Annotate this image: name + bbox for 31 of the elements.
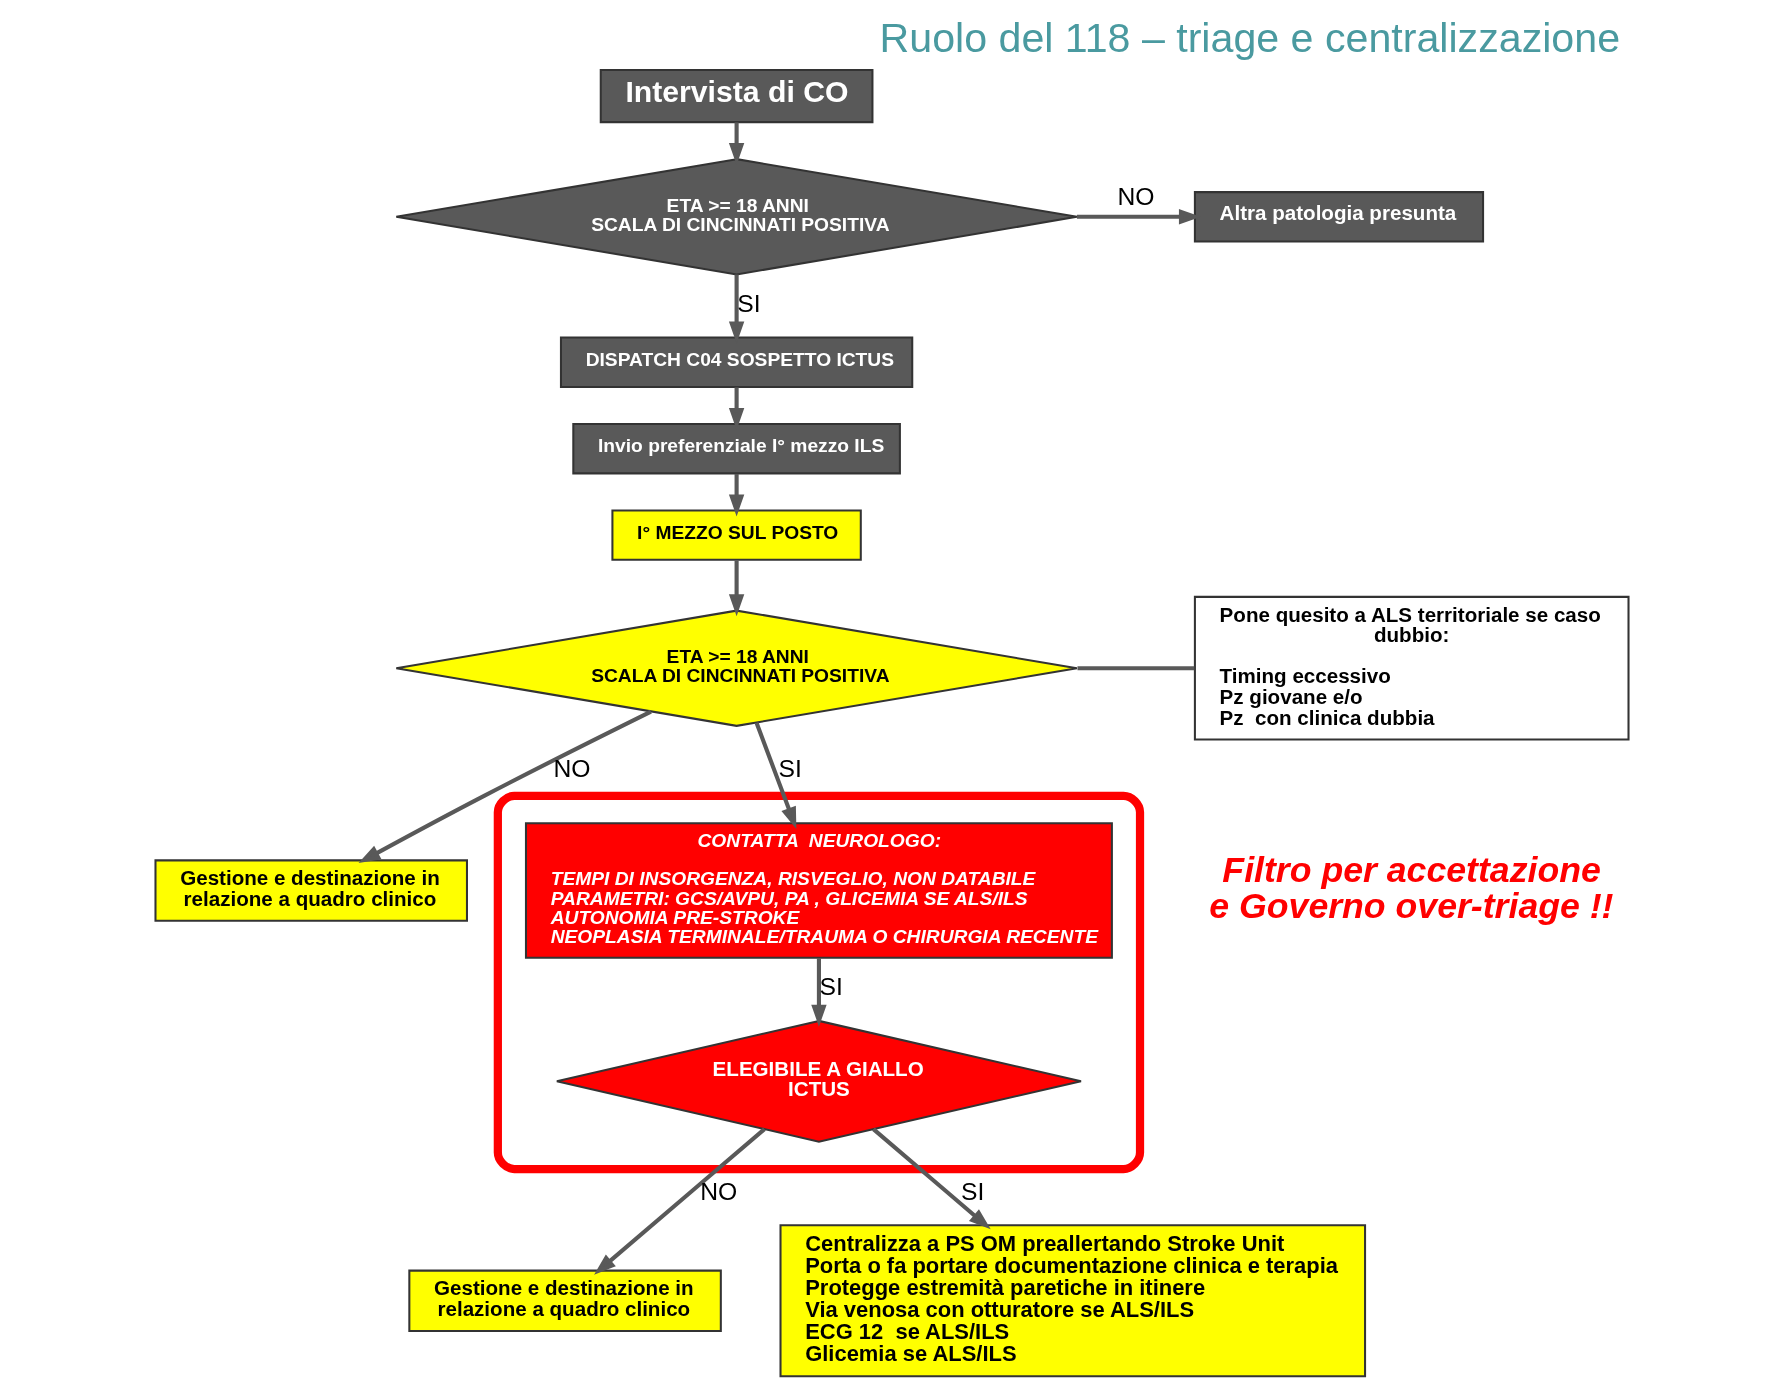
edge-label: NO	[1116, 183, 1154, 210]
arrow	[358, 709, 652, 864]
node-box: Pone quesito a ALS territoriale se caso dubbio: Timing eccessivo Pz giovane e/o Pz con clinica dubbia	[1193, 595, 1630, 741]
arrow	[593, 1127, 766, 1275]
edge-label: SI	[819, 973, 843, 1001]
arrow	[728, 560, 744, 617]
node-box: I° MEZZO SUL POSTO	[610, 509, 862, 561]
node-box: Invio preferenziale I° mezzo ILS	[571, 422, 901, 475]
edge-label: NO	[552, 755, 590, 783]
edge-label: SI	[736, 290, 761, 318]
node-box: DISPATCH C04 SOSPETTO ICTUS	[559, 336, 913, 388]
node-box: Intervista di CO	[599, 68, 873, 124]
edge-label: NO	[699, 1177, 737, 1205]
node-box: Gestione e destinazione in relazione a quadro clinico	[407, 1269, 722, 1333]
arrow	[728, 473, 744, 517]
diagram-title: Ruolo del 118 – triage e centralizzazione	[879, 15, 1620, 62]
node-box: Centralizza a PS OM preallertando Stroke Unit Porta o fa portare documentazione clinica e terapia Protegge estremità paretiche in itinere Via venosa con otturatore se ALS/ILS ECG 12 se ALS/ILS Glicemia se ALS/ILS	[779, 1224, 1366, 1378]
arrow	[810, 958, 827, 1027]
node-diamond: ETA >= 18 ANNI SCALA DI CINCINNATI POSITIVA	[394, 609, 1078, 727]
node-box: Gestione e destinazione in relazione a quadro clinico	[153, 859, 468, 922]
node-diamond: ELEGIBILE A GIALLO ICTUS	[555, 1019, 1082, 1143]
cluster	[493, 791, 1144, 1174]
node-box: CONTATTA NEUROLOGO: TEMPI DI INSORGENZA, RISVEGLIO, NON DATABILE PARAMETRI: GCS/AVPU, PA , GLICEMIA SE ALS/ILS AUTONOMIA PRE-STROKE NEOPLASIA TERMINALE/TRAUMA O CHIRURGIA RECENTE	[524, 822, 1113, 959]
node-box: Altra patologia presunta	[1193, 191, 1484, 243]
arrow	[871, 1127, 991, 1230]
label: Filtro per accettazione e Governo over-triage !!	[1208, 850, 1614, 926]
arrow	[754, 722, 796, 829]
connector	[1076, 666, 1194, 671]
node-diamond: ETA >= 18 ANNI SCALA DI CINCINNATI POSITIVA	[394, 158, 1078, 276]
edge-label: SI	[777, 755, 802, 783]
edge-label: SI	[960, 1177, 984, 1205]
